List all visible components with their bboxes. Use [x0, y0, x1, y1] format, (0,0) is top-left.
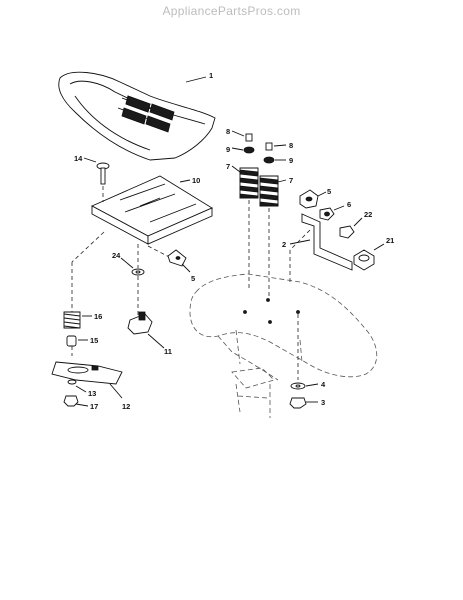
spring-7-left — [231, 165, 259, 199]
callout-2: 2 — [282, 240, 286, 249]
callout-5-right: 5 — [327, 187, 331, 196]
callout-9-right: 9 — [289, 156, 293, 165]
callout-9-left: 9 — [226, 145, 230, 154]
bolt-3 — [289, 397, 318, 409]
callout-6: 6 — [347, 200, 351, 209]
nut-6 — [319, 205, 345, 221]
pivot-bracket-11 — [127, 311, 165, 349]
spring-16 — [63, 311, 92, 329]
seat-pan — [90, 175, 213, 245]
plate-12 — [51, 361, 123, 399]
frame-outline — [189, 273, 378, 418]
washer-9-left — [231, 146, 255, 154]
callout-4: 4 — [321, 380, 326, 389]
bolt-8-right — [265, 142, 287, 151]
nut-13 — [67, 379, 87, 393]
watermark: AppliancePartsPros.com — [162, 4, 301, 18]
washer-9-right — [263, 156, 286, 164]
callout-1: 1 — [209, 71, 213, 80]
bracket-5-right — [299, 189, 327, 209]
callout-14: 14 — [74, 154, 83, 163]
callout-21: 21 — [386, 236, 394, 245]
callout-5-left: 5 — [191, 274, 195, 283]
callout-24: 24 — [112, 251, 121, 260]
callout-16: 16 — [94, 312, 102, 321]
bracket-5-left — [167, 249, 191, 273]
spacer-15 — [66, 335, 88, 347]
callout-17: 17 — [90, 402, 98, 411]
knob-21 — [353, 243, 385, 271]
callout-22: 22 — [364, 210, 372, 219]
callout-7-right: 7 — [289, 176, 293, 185]
callout-8-right: 8 — [289, 141, 293, 150]
bracket-2 — [289, 213, 353, 271]
spring-7-right — [259, 175, 287, 207]
callout-11: 11 — [164, 347, 172, 356]
callout-15: 15 — [90, 336, 98, 345]
callout-3: 3 — [321, 398, 325, 407]
bolt-8-left — [231, 130, 253, 142]
callout-10: 10 — [192, 176, 200, 185]
nut-22 — [339, 217, 363, 239]
washer-4 — [290, 382, 319, 390]
washer-24 — [120, 257, 145, 276]
callout-7-left: 7 — [226, 162, 230, 171]
callout-13: 13 — [88, 389, 96, 398]
callout-8-left: 8 — [226, 127, 230, 136]
bolt-14 — [83, 157, 110, 185]
callout-12: 12 — [122, 402, 130, 411]
seat — [58, 71, 216, 161]
nut-17 — [63, 395, 89, 407]
